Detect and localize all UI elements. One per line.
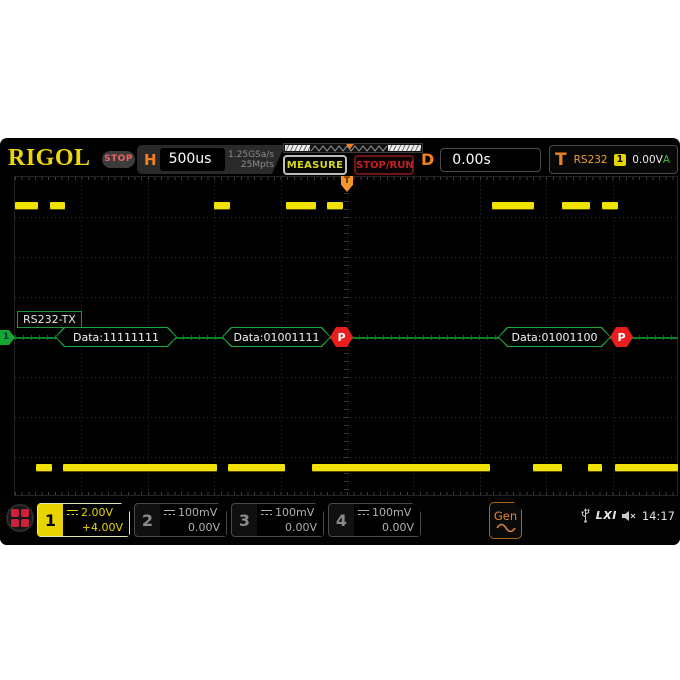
speaker-muted-icon <box>621 510 636 521</box>
ch1-pulse-low <box>615 464 678 471</box>
decode-frame: Data:01001111 <box>222 327 331 347</box>
ch1-pulse-high <box>15 202 38 209</box>
channel-scale: 2.00V <box>81 506 114 519</box>
channel-offset: 0.00V <box>381 521 414 534</box>
ch1-pulse-high <box>492 202 534 209</box>
usb-icon <box>581 508 590 523</box>
ch1-pulse-high <box>562 202 590 209</box>
delay-block[interactable]: D 0.00s <box>421 145 542 174</box>
dc-coupling-icon <box>358 509 369 516</box>
lxi-label: LXI <box>595 509 617 522</box>
t-label: T <box>555 149 567 170</box>
bottom-bar: 1 2.00V +4.00V 2 100mV 0.00V 3 100mV 0.00V 4 100mV… <box>0 497 680 545</box>
channel-number: 1 <box>38 504 63 536</box>
menu-dot <box>21 519 29 527</box>
acquisition-rates: 1.25GSa/s 25Mpts <box>228 150 285 170</box>
decode-frame: Data:01001100 <box>498 327 611 347</box>
decode-frame-fill <box>499 328 610 346</box>
channel-status-area: 1 2.00V +4.00V 2 100mV 0.00V 3 100mV 0.00V 4 100mV… <box>0 497 680 545</box>
decode-frame-text: Data:11111111 <box>73 330 159 344</box>
memory-depth: 25Mpts <box>240 159 274 170</box>
channel-2-status[interactable]: 2 100mV 0.00V <box>134 503 227 537</box>
trigger-preview-marker <box>346 144 354 149</box>
dc-coupling-icon <box>67 509 78 516</box>
channel-values: 100mV 0.00V <box>160 504 226 536</box>
channel-4-status[interactable]: 4 100mV 0.00V <box>328 503 421 537</box>
ch1-pulse-low <box>228 464 285 471</box>
menu-dot <box>11 509 19 517</box>
decode-frame-fill <box>56 328 176 346</box>
trigger-sweep-mode: A <box>662 153 670 166</box>
sine-wave-icon <box>496 523 516 532</box>
menu-dot <box>11 519 19 527</box>
channel-scale-line: 100mV <box>358 506 414 519</box>
ch1-pulse-low <box>36 464 52 471</box>
memory-window-block <box>388 145 421 151</box>
decode-source-marker: 1 <box>0 330 15 345</box>
channel-values: 100mV 0.00V <box>354 504 420 536</box>
stop-run-button[interactable]: STOP/RUN <box>354 155 414 175</box>
status-icons: LXI 14:17 <box>580 508 675 523</box>
ch1-pulse-high <box>327 202 343 209</box>
channel-1-status[interactable]: 1 2.00V +4.00V <box>37 503 130 537</box>
ch1-pulse-high <box>214 202 230 209</box>
run-state-badge[interactable]: STOP <box>102 151 135 168</box>
gen-button[interactable]: Gen <box>489 502 522 539</box>
channel-scale-line: 2.00V <box>67 506 123 519</box>
d-label: D <box>421 150 435 169</box>
ch1-pulse-low <box>533 464 562 471</box>
channel-offset: +4.00V <box>81 521 123 534</box>
channel-3-status[interactable]: 3 100mV 0.00V <box>231 503 324 537</box>
channel-scale-line: 100mV <box>164 506 220 519</box>
sample-rate: 1.25GSa/s <box>228 149 274 160</box>
channel-scale-line: 100mV <box>261 506 317 519</box>
trigger-position-marker[interactable]: T <box>341 176 353 192</box>
rigol-logo: RIGOL <box>8 145 91 171</box>
ch1-pulse-high <box>286 202 316 209</box>
gen-label: Gen <box>493 508 518 523</box>
decode-frame-text: Data:01001111 <box>233 330 320 344</box>
decode-bus-label: RS232-TX <box>17 311 82 328</box>
trigger-type: RS232 <box>573 153 608 166</box>
dc-coupling-icon <box>261 509 272 516</box>
decode-frame: Data:11111111 <box>55 327 177 347</box>
channel-scale: 100mV <box>275 506 315 519</box>
dc-coupling-icon <box>164 509 175 516</box>
channel-number: 3 <box>238 510 251 530</box>
parity-badge: P <box>330 327 353 347</box>
horizontal-timebase-block[interactable]: H 500us 1.25GSa/s 25Mpts <box>137 145 285 174</box>
ch1-pulse-high <box>602 202 618 209</box>
h-label: H <box>144 150 157 169</box>
ch1-pulse-low <box>588 464 602 471</box>
decode-frame-fill <box>223 328 330 346</box>
menu-button[interactable] <box>6 504 34 532</box>
menu-dot <box>21 509 29 517</box>
channel-scale: 100mV <box>178 506 218 519</box>
channel-scale: 100mV <box>372 506 412 519</box>
channel-offset: 0.00V <box>284 521 317 534</box>
ch1-pulse-low <box>63 464 217 471</box>
channel-number: 4 <box>335 510 348 530</box>
oscilloscope-screen: RIGOL STOP H 500us 1.25GSa/s 25Mpts MEAS… <box>0 138 680 545</box>
decode-frames-layer: Data:11111111 Data:01001111 P Data:01001100… <box>0 138 680 545</box>
channel-values: 2.00V +4.00V <box>63 504 129 536</box>
measure-button[interactable]: MEASURE <box>283 155 347 175</box>
trigger-block[interactable]: T RS232 1 0.00V A <box>549 145 678 174</box>
waveform-layer <box>0 138 680 545</box>
ch1-pulse-high <box>50 202 65 209</box>
horizontal-position-preview[interactable] <box>283 143 423 153</box>
decode-frame-text: Data:01001100 <box>511 330 598 344</box>
memory-window-block <box>285 145 310 151</box>
ch1-pulse-low <box>312 464 490 471</box>
delay-value[interactable]: 0.00s <box>440 147 542 172</box>
timebase-value[interactable]: 500us <box>160 148 225 171</box>
clock: 14:17 <box>641 508 675 523</box>
channel-offset: 0.00V <box>187 521 220 534</box>
channel-number: 2 <box>141 510 154 530</box>
trigger-level: 0.00V <box>632 153 663 166</box>
trigger-source-badge: 1 <box>613 153 627 166</box>
channel-values: 100mV 0.00V <box>257 504 323 536</box>
parity-badge: P <box>610 327 633 347</box>
